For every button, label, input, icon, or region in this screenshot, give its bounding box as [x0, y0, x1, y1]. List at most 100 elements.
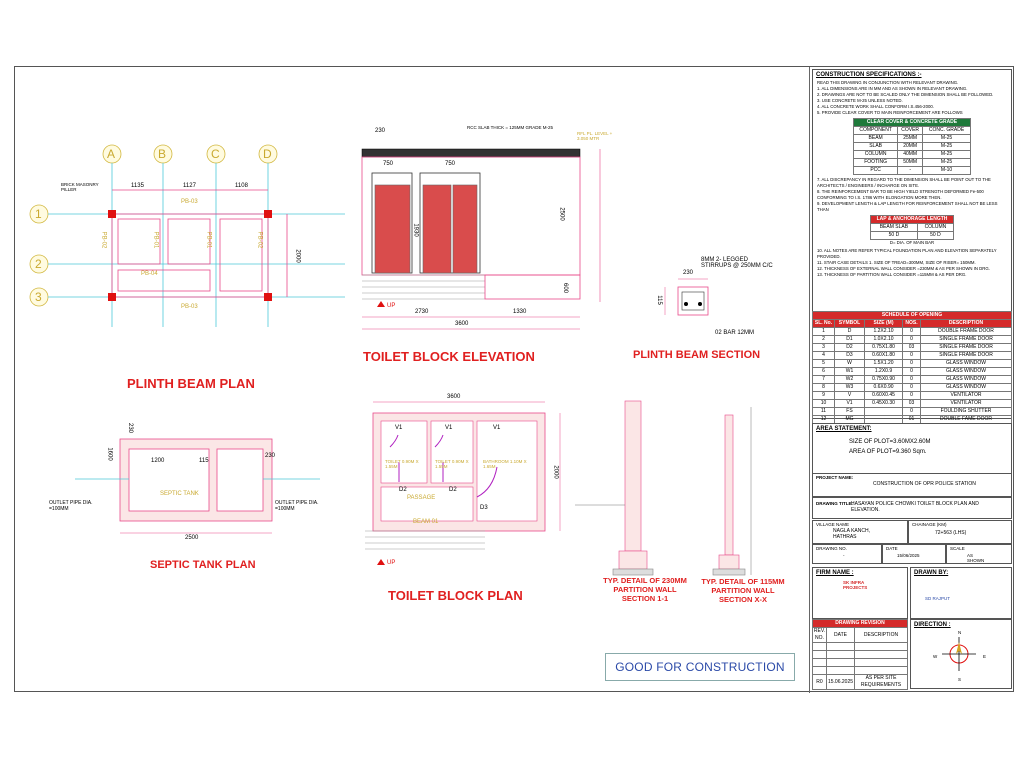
schedule-cell: 0.75X0.90: [864, 375, 903, 384]
schedule-cell: 03: [902, 343, 921, 352]
village-box: VILLAGE NAME NAGLA KANCH, HATHRAS: [812, 520, 908, 544]
schedule-cell: GLASS WINDOW: [920, 383, 1012, 392]
toilet-block-plan: [365, 401, 561, 565]
schedule-cell: 0: [902, 367, 921, 376]
revision-empty: [854, 642, 908, 651]
schedule-cell: 0.60X1.80: [864, 351, 903, 360]
cover-cell: FOOTING: [852, 158, 899, 167]
pb-right: PB-02: [256, 231, 263, 249]
schedule-cell: D2: [834, 343, 865, 352]
schedule-cell: 0: [902, 335, 921, 344]
compass-s: S: [958, 677, 962, 682]
lap-note: D= DIA. OF MAIN BAR: [889, 240, 935, 245]
septic-tank-plan: [75, 438, 320, 534]
slab-label: RCC SLAB THICK = 125MM GRADE M-25: [467, 125, 554, 130]
spec-lines: READ THIS DRAWING IN CONJUNCTION WITH RE…: [813, 80, 1011, 116]
date-value: 15/06/2025: [897, 553, 920, 558]
plan-door-3: D3: [480, 505, 488, 511]
plinth-height: 2000: [294, 249, 301, 263]
cover-cell: SLAB: [852, 142, 899, 151]
revision-empty: [812, 642, 827, 651]
scale-box: SCALE AS SHOWN: [946, 544, 1012, 564]
pb-c1: PB-01: [152, 231, 159, 249]
revision-empty: [826, 642, 855, 651]
cover-cell: 40MM: [897, 150, 924, 159]
village-label: VILLAGE NAME: [816, 522, 850, 527]
spec-line: 1. ALL DIMENSIONS ARE IN MM AND AS SHOWN…: [817, 86, 968, 91]
lap-title: LAP & ANCHORAGE LENGTH: [870, 215, 954, 224]
project-label: PROJECT NAME:: [816, 475, 854, 480]
project-value: CONSTRUCTION OF OPR POLICE STATION: [873, 481, 976, 487]
elev-side2: 600: [562, 282, 569, 294]
section-dim-115: 115: [655, 295, 662, 305]
cover-head: COMPONENT: [852, 126, 899, 135]
plinth-section-title: PLINTH BEAM SECTION: [633, 349, 761, 361]
schedule-cell: D3: [834, 351, 865, 360]
grid-label-3: 3: [35, 290, 42, 304]
revision-title: DRAWING REVISION: [812, 619, 908, 628]
grid-label-b: B: [158, 147, 167, 161]
schedule-cell: 1.5X1.20: [864, 359, 903, 368]
chainage-value: 72+563 (LHS): [935, 530, 967, 536]
cover-cell: M-25: [922, 134, 971, 143]
plan-v1-c: V1: [493, 425, 501, 431]
drawing-no-box: DRAWING NO. -: [812, 544, 882, 564]
lap-head: BEAM SLAB: [870, 223, 918, 232]
drawing-value: -: [843, 553, 845, 558]
septic-dim-2500: 2500: [185, 535, 199, 541]
schedule-cell: FOULDING SHUTTER: [920, 407, 1012, 416]
schedule-cell: 0: [902, 359, 921, 368]
outlet-right: OUTLET PIPE DIA. =100MM: [275, 500, 319, 512]
spec-line: 12. THICKNESS OF EXTERNAL WALL CONSIDER …: [817, 266, 990, 271]
septic-dim-1600: 1600: [106, 447, 113, 461]
spec-line: 5. PROVIDE CLEAR COVER TO MAIN REINFORCE…: [817, 110, 963, 115]
schedule-cell: 10: [812, 399, 835, 408]
schedule-cell: 0: [902, 407, 921, 416]
elev-dim-3600: 3600: [455, 321, 469, 327]
schedule-cell: 0.60X0.45: [864, 391, 903, 400]
section-dim-230: 230: [683, 270, 694, 276]
compass-e: E: [983, 654, 987, 659]
revision-empty: [854, 650, 908, 659]
drawing-label: DRAWING NO.: [816, 546, 847, 551]
spec-line: 10. ALL NOTES ARE REFER TYPICAL FOUNDATI…: [817, 248, 997, 259]
elev-dim-750a: 750: [383, 161, 394, 167]
grid-label-2: 2: [35, 257, 42, 271]
compass-icon: [942, 637, 976, 671]
elev-dim-230: 230: [375, 128, 386, 134]
brick-label: BRICK MASONRY PILLER: [61, 182, 99, 192]
drawing-area: A B C D 1 2 3 BRICK MASONRY PILLER 1135 …: [15, 67, 809, 693]
grid-label-d: D: [263, 147, 272, 161]
revision-cell: AS PER SITE REQUIREMENTS: [854, 674, 908, 690]
project-box: PROJECT NAME: CONSTRUCTION OF OPR POLICE…: [812, 473, 1012, 497]
schedule-cell: SINGLE FRAME DOOR: [920, 351, 1012, 360]
grid-label-a: A: [107, 147, 116, 161]
septic-title: SEPTIC TANK PLAN: [150, 559, 256, 571]
schedule-cell: 0: [902, 391, 921, 400]
cover-cell: BEAM: [852, 134, 899, 143]
revision-table: DRAWING REVISION REV. NO. DATE DESCRIPTI…: [812, 619, 908, 690]
pb-top: PB-03: [181, 199, 198, 205]
schedule-cell: SINGLE FRAME DOOR: [920, 335, 1012, 344]
schedule-cell: 9: [812, 391, 835, 400]
toilet-plan-title: TOILET BLOCK PLAN: [388, 588, 523, 603]
schedule-head: SIZE (M): [864, 319, 903, 328]
schedule-title: SCHEDULE OF OPENING: [812, 311, 1012, 320]
area-plot: SIZE OF PLOT=3.60MX2.60M: [849, 439, 931, 445]
pb-bottom: PB-03: [181, 304, 198, 310]
outlet-left: OUTLET PIPE DIA. =100MM: [49, 500, 93, 512]
schedule-cell: 11: [812, 407, 835, 416]
schedule-cell: W2: [834, 375, 865, 384]
elev-fl-level: RFL PL. LEVEL + 3.050 MTR: [577, 131, 613, 141]
plinth-beam-plan-title: PLINTH BEAM PLAN: [127, 376, 255, 391]
area-heading: AREA STATEMENT:: [816, 426, 872, 432]
spec-line: 11. STAIR CASE DETAILS 1. SIZE OF TREAD=…: [817, 260, 976, 265]
schedule-cell: 0.75X1.80: [864, 343, 903, 352]
typ-detail-230-title: TYP. DETAIL OF 230MM PARTITION WALL SECT…: [603, 576, 687, 603]
spec-lines-3: 10. ALL NOTES ARE REFER TYPICAL FOUNDATI…: [813, 248, 1011, 278]
